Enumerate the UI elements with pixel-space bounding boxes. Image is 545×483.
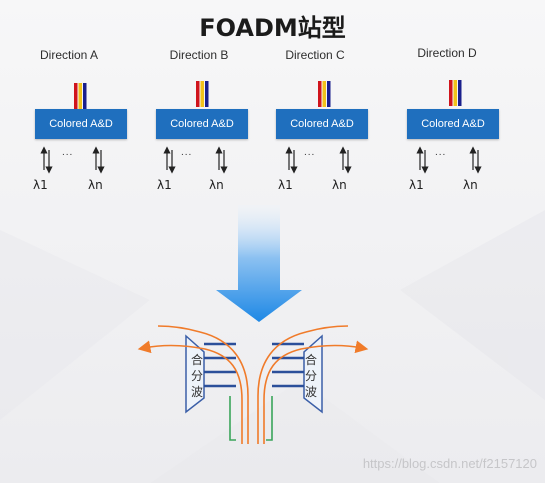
watermark: https://blog.csdn.net/f2157120 bbox=[362, 456, 537, 471]
wavelength-arrows-b bbox=[163, 146, 228, 174]
mux-left-char-2: 分 bbox=[191, 369, 203, 383]
lambda-n-c: λn bbox=[332, 178, 347, 192]
mux-left-char-3: 波 bbox=[191, 385, 203, 399]
orange-fibers bbox=[137, 325, 369, 444]
lambda-n-a: λn bbox=[88, 178, 103, 192]
lambda-1-b: λ1 bbox=[157, 178, 172, 192]
mux-right-ports bbox=[272, 342, 304, 388]
color-bars-a bbox=[74, 83, 87, 109]
lambda-n-d: λn bbox=[463, 178, 478, 192]
mux-right-char-3: 波 bbox=[305, 385, 317, 399]
dots-a: ... bbox=[62, 147, 74, 158]
color-bars-b bbox=[196, 81, 209, 107]
colored-ad-box-c: Colored A&D bbox=[276, 109, 368, 139]
lambda-1-a: λ1 bbox=[33, 178, 48, 192]
colored-ad-box-a: Colored A&D bbox=[35, 109, 127, 139]
wavelength-arrows-a bbox=[40, 146, 105, 174]
wavelength-arrows-d bbox=[416, 146, 482, 174]
dots-b: ... bbox=[181, 147, 193, 158]
color-bars-c bbox=[318, 81, 331, 107]
colored-ad-box-d: Colored A&D bbox=[407, 109, 499, 139]
page-title: FOADM站型 bbox=[199, 14, 346, 42]
transition-arrow bbox=[216, 205, 302, 322]
background-facets bbox=[0, 210, 545, 483]
colored-ad-box-b: Colored A&D bbox=[156, 109, 248, 139]
mux-left-ports bbox=[204, 342, 236, 388]
green-fibers bbox=[229, 396, 273, 441]
wavelength-arrows-c bbox=[285, 146, 352, 174]
lambda-n-b: λn bbox=[209, 178, 224, 192]
direction-label-b: Direction B bbox=[169, 48, 229, 62]
direction-label-c: Direction C bbox=[285, 48, 345, 62]
mux-left-char-1: 合 bbox=[191, 352, 203, 367]
color-bars-d bbox=[449, 80, 462, 106]
dots-c: ... bbox=[304, 147, 316, 158]
lambda-1-c: λ1 bbox=[278, 178, 293, 192]
mux-right-char-1: 合 bbox=[305, 352, 317, 367]
mux-left-body bbox=[185, 334, 205, 414]
direction-label-d: Direction D bbox=[417, 46, 477, 60]
direction-label-a: Direction A bbox=[39, 48, 99, 62]
lambda-1-d: λ1 bbox=[409, 178, 424, 192]
mux-right-char-2: 分 bbox=[305, 369, 317, 383]
dots-d: ... bbox=[435, 147, 447, 158]
